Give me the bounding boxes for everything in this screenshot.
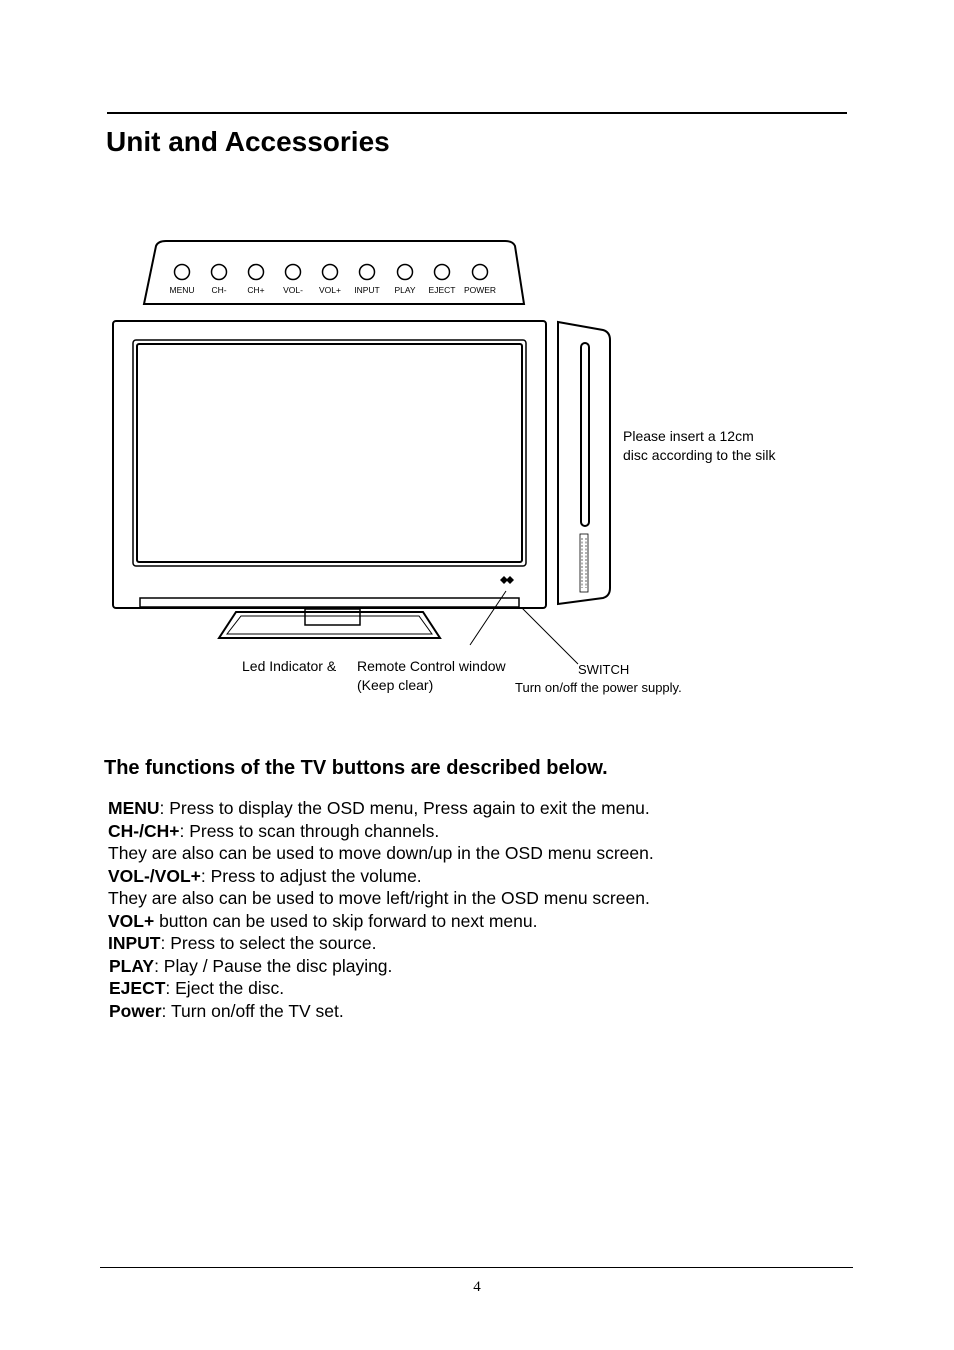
function-text: button can be used to skip forward to ne… <box>154 910 538 931</box>
function-line: Power: Turn on/off the TV set. <box>109 1000 344 1023</box>
panel-button-play <box>396 263 414 281</box>
remote-window-label-line-2: (Keep clear) <box>357 677 434 693</box>
function-key: VOL+ <box>108 910 155 931</box>
function-text: : Press to scan through channels. <box>179 820 440 841</box>
panel-button-label: EJECT <box>429 285 456 295</box>
panel-button-label: VOL+ <box>319 285 341 295</box>
led-indicator <box>500 576 508 584</box>
panel-button-vol- <box>321 263 339 281</box>
button-label-row: MENU CH- CH+ VOL- VOL+ INPUT PLAY EJECT POWER <box>169 285 496 295</box>
panel-button-eject <box>433 263 451 281</box>
panel-button-label: INPUT <box>354 285 380 295</box>
function-text: They are also can be used to move down/u… <box>108 843 654 863</box>
button-row <box>173 263 489 281</box>
page-number: 4 <box>473 1279 481 1295</box>
function-text: : Press to display the OSD menu, Press a… <box>159 798 650 818</box>
switch-label: SWITCH <box>578 662 630 677</box>
disc-note: Please insert a 12cm disc according to t… <box>623 427 776 465</box>
function-key: VOL-/VOL+ <box>108 865 201 886</box>
function-key: MENU <box>108 798 160 818</box>
disc-note-line-1: Please insert a 12cm <box>623 428 754 444</box>
panel-button-label: VOL- <box>283 285 303 295</box>
function-line: They are also can be used to move down/u… <box>108 842 654 865</box>
function-text: : Turn on/off the TV set. <box>161 1000 344 1021</box>
tv-screen-outer <box>132 339 527 567</box>
function-line: MENU: Press to display the OSD menu, Pre… <box>108 797 650 820</box>
function-line: VOL+ button can be used to skip forward … <box>108 910 538 933</box>
panel-button-input <box>358 263 376 281</box>
remote-window-label-line-1: Remote Control window <box>357 658 506 674</box>
switch-description: Turn on/off the power supply. <box>515 680 682 695</box>
function-text: : Press to adjust the volume. <box>200 865 422 886</box>
panel-button-label: CH+ <box>247 285 264 295</box>
tv-screen <box>136 343 523 563</box>
panel-button-vol- <box>284 263 302 281</box>
panel-button-power <box>471 263 489 281</box>
panel-button-label: CH- <box>211 285 226 295</box>
panel-button-ch- <box>210 263 228 281</box>
tv-bottom-strip <box>139 597 520 608</box>
function-line: CH-/CH+: Press to scan through channels. <box>108 820 439 843</box>
function-line: INPUT: Press to select the source. <box>108 932 376 955</box>
remote-window <box>506 576 514 584</box>
panel-button-menu <box>173 263 191 281</box>
function-key: PLAY <box>109 955 155 976</box>
button-panel <box>142 240 526 305</box>
function-text: : Play / Pause the disc playing. <box>154 955 393 976</box>
function-text: : Press to select the source. <box>160 933 377 953</box>
function-key: EJECT <box>109 978 166 998</box>
tv-unit-diagram: MENU CH- CH+ VOL- VOL+ INPUT PLAY EJECT POWER <box>112 240 611 665</box>
panel-button-ch- <box>247 263 265 281</box>
tv-side-view <box>557 320 611 606</box>
function-text: They are also can be used to move left/r… <box>108 888 650 908</box>
side-label <box>579 533 589 593</box>
function-key: CH-/CH+ <box>108 820 180 841</box>
disc-slot <box>580 342 590 527</box>
function-key: Power <box>109 1000 162 1021</box>
footer-rule <box>100 1267 853 1268</box>
function-line: PLAY: Play / Pause the disc playing. <box>109 955 392 978</box>
remote-window-label: Remote Control window (Keep clear) <box>357 657 506 695</box>
disc-note-line-2: disc according to the silk <box>623 447 776 463</box>
function-text: : Eject the disc. <box>165 978 285 998</box>
function-key: INPUT <box>108 933 161 953</box>
section-heading: The functions of the TV buttons are desc… <box>104 757 608 779</box>
function-line: They are also can be used to move left/r… <box>108 887 650 910</box>
switch-callout-line <box>521 607 579 665</box>
tv-bezel <box>112 320 547 609</box>
page-title: Unit and Accessories <box>106 126 390 157</box>
panel-button-label: MENU <box>169 285 194 295</box>
function-line: EJECT: Eject the disc. <box>109 977 284 1000</box>
stand-base <box>217 611 442 639</box>
stand-base-inner <box>225 615 433 635</box>
function-line: VOL-/VOL+: Press to adjust the volume. <box>108 865 422 888</box>
remote-callout-line <box>469 590 507 646</box>
led-indicator-label: Led Indicator & <box>242 658 337 674</box>
header-rule <box>107 112 847 114</box>
panel-button-label: POWER <box>464 285 496 295</box>
panel-button-label: PLAY <box>394 285 415 295</box>
stand-neck <box>304 608 361 626</box>
